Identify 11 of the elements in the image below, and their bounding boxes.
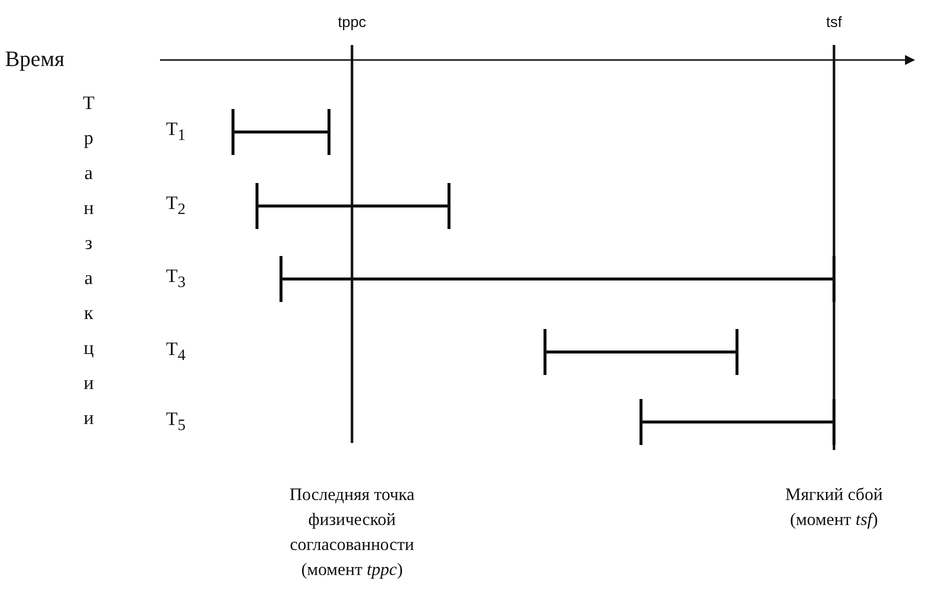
transaction-label: T$_{3}$ xyxy=(166,266,186,292)
axis-label: Транзакции xyxy=(82,92,96,431)
axis-label: Время xyxy=(5,46,64,72)
transaction-label: T$_{5}$ xyxy=(166,409,186,435)
transaction-label: T$_{4}$ xyxy=(166,339,186,365)
time-point-label: tppc xyxy=(338,14,366,31)
transaction-label: T$_{1}$ xyxy=(166,119,186,145)
caption: Последняя точка физической согласованности (момент tppc) xyxy=(288,483,416,581)
time-point-label: tsf xyxy=(826,14,842,31)
caption: Мягкий сбой (момент tsf) xyxy=(784,483,884,531)
transaction-label: T$_{2}$ xyxy=(166,193,186,219)
